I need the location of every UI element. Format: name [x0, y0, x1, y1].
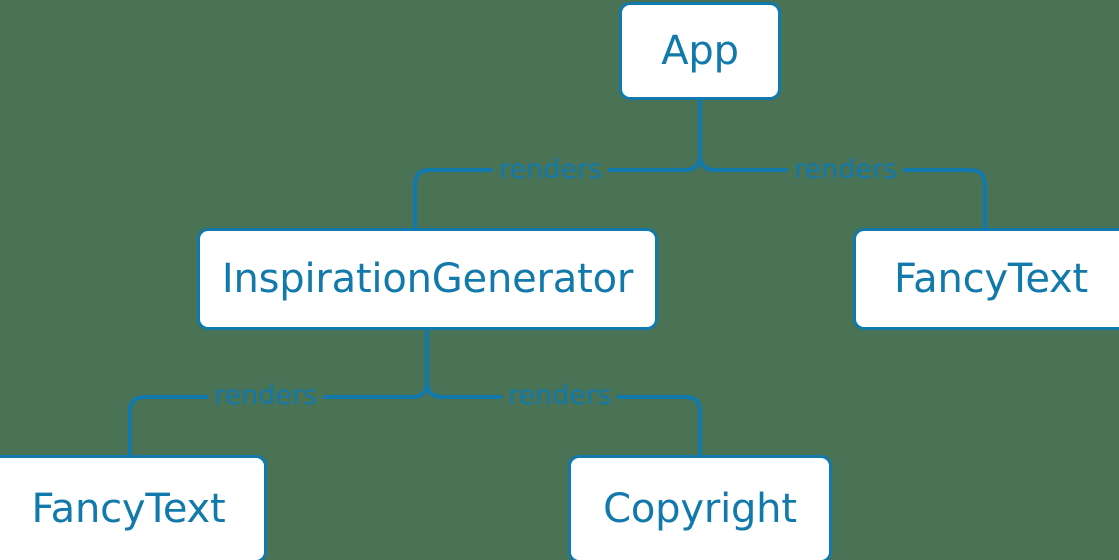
node-app[interactable]: App [619, 2, 781, 100]
edge-label-inspirationgenerator-to-fancytext: renders [208, 382, 324, 409]
node-fancytext-left[interactable]: FancyText [0, 455, 267, 560]
edge-app-to-fancytext [698, 154, 987, 228]
node-inspirationgenerator[interactable]: InspirationGenerator [197, 228, 658, 330]
node-fancytext-right[interactable]: FancyText [853, 228, 1119, 330]
edge-label-app-to-fancytext: renders [788, 156, 904, 183]
edge-app-to-inspirationgenerator [413, 154, 702, 228]
edge-label-inspirationgenerator-to-copyright: renders [502, 382, 618, 409]
edge-label-app-to-inspirationgenerator: renders [493, 156, 609, 183]
node-copyright[interactable]: Copyright [568, 455, 832, 560]
edge-inspirationgenerator-to-copyright [425, 381, 702, 455]
edge-inspirationgenerator-to-fancytext [128, 381, 429, 455]
